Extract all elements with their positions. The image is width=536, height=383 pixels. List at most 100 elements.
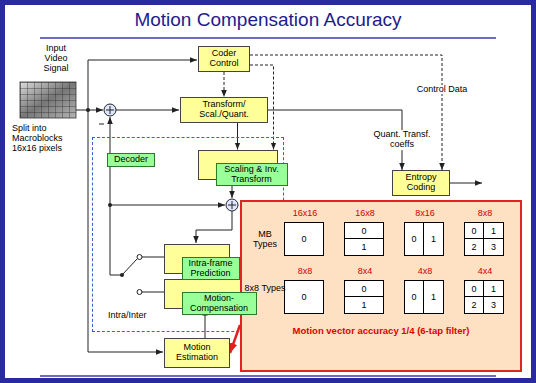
box-text: Entropy Coding (396, 173, 446, 193)
partition-cell: 0 (465, 281, 484, 297)
accuracy-note: Motion vector accuracy 1/4 (6-tap filter… (293, 325, 470, 336)
text-holder: 8x8 (273, 267, 337, 277)
partition-box: 4x40123 (464, 280, 504, 314)
switch-wire (142, 292, 164, 293)
partition-size: 8x8 (298, 266, 313, 276)
process-box: Transform/ Scal./Quant. (180, 97, 268, 123)
text-holder: 4x8 (393, 267, 457, 277)
switch-contact (137, 290, 142, 295)
partition-cell: 0 (285, 281, 323, 313)
title-holder: Motion Compensation Accuracy (0, 9, 536, 31)
box-text: Scaling & Inv. Transform (216, 163, 288, 187)
reconstruction-wire (196, 211, 232, 243)
box-text: Intra-frame Prediction (182, 257, 240, 281)
partition-panel: 16x16016x8018x16018x801238x808x4014x8014… (240, 200, 522, 372)
adder-symbol (226, 199, 238, 211)
partition-box: 8x80 (284, 280, 324, 314)
adder-symbol (104, 104, 116, 116)
box-text: Motion Estimation (168, 343, 226, 363)
minus-sign (99, 124, 104, 125)
edge-label: Control Data (417, 84, 468, 94)
label-holder: Split into Macroblocks 16x16 pixels (12, 124, 84, 154)
partition-cell: 2 (465, 239, 484, 255)
partition-cell: 0 (285, 223, 323, 255)
partition-cell: 1 (424, 281, 443, 313)
partition-index: 0 (301, 234, 306, 244)
junction-dot (86, 108, 90, 112)
row-label: MB Types (253, 229, 277, 249)
label-patch: Quant. Transf. coeffs (370, 130, 434, 150)
partition-index: 2 (471, 300, 476, 310)
partition-index: 1 (361, 242, 366, 252)
text-holder: 4x4 (453, 267, 517, 277)
partition-size: 16x16 (293, 208, 318, 218)
control-arrow (224, 72, 225, 97)
partition-box: 4x801 (404, 280, 444, 314)
box-text: Motion- Compensation (182, 292, 257, 316)
bitstream-wire (448, 183, 482, 184)
note-label: Split into Macroblocks 16x16 pixels (12, 123, 63, 153)
partition-index: 1 (361, 300, 366, 310)
text-holder: Motion vector accuracy 1/4 (6-tap filter… (242, 326, 520, 336)
row-label: 8x8 Types (245, 283, 286, 293)
switch-blade (122, 259, 137, 275)
label-holder: Intra/Inter (108, 311, 168, 321)
partition-cell: 1 (424, 223, 443, 255)
prediction-wire (110, 205, 225, 206)
partition-index: 0 (361, 284, 366, 294)
signal-wire (116, 110, 179, 111)
box-text: Transform/ Scal./Quant. (184, 100, 264, 120)
partition-cell: 1 (345, 297, 383, 313)
partition-box: 8x401 (344, 280, 384, 314)
partition-cell: 0 (465, 223, 484, 239)
process-box: Intra-frame Prediction (164, 244, 230, 274)
partition-cell: 0 (405, 223, 424, 255)
partition-index: 0 (411, 292, 416, 302)
partition-index: 1 (431, 292, 436, 302)
partition-index: 2 (471, 242, 476, 252)
text-holder: 8x4 (333, 267, 397, 277)
macroblock-grid (20, 82, 76, 118)
partition-index: 0 (471, 284, 476, 294)
partition-box: 16x160 (284, 222, 324, 256)
plus-sign (106, 106, 114, 114)
edge-label: Quant. Transf. coeffs (373, 129, 430, 149)
slide-title: Motion Compensation Accuracy (134, 9, 401, 30)
switch-label: Intra/Inter (108, 310, 147, 320)
text-holder: 8x16 (393, 209, 457, 219)
partition-cell: 2 (465, 297, 484, 313)
partition-box: 8x1601 (404, 222, 444, 256)
partition-cell: 3 (484, 239, 503, 255)
partition-cell: 0 (405, 281, 424, 313)
partition-size: 8x16 (415, 208, 435, 218)
control-arrow (250, 55, 442, 170)
process-box: Entropy Coding (392, 170, 450, 196)
callout-arrow (230, 325, 240, 353)
process-box: Motion Estimation (164, 338, 230, 368)
partition-index: 0 (301, 292, 306, 302)
box-text: Coder Control (202, 49, 246, 69)
partition-cell: 1 (484, 223, 503, 239)
partition-box: 16x801 (344, 222, 384, 256)
junction-dot (108, 203, 112, 207)
partition-cell: 1 (484, 281, 503, 297)
partition-index: 3 (491, 242, 496, 252)
junction-dot (120, 273, 124, 277)
process-box: Coder Control (198, 46, 250, 72)
partition-index: 0 (471, 226, 476, 236)
process-box: Motion- Compensation (164, 279, 247, 309)
partition-size: 16x8 (355, 208, 375, 218)
switch-wire (142, 257, 164, 258)
text-holder: 16x8 (333, 209, 397, 219)
process-box: Scaling & Inv. Transform (198, 150, 278, 180)
text-holder: 16x16 (273, 209, 337, 219)
partition-index: 1 (491, 284, 496, 294)
decoder-tag: Decoder (107, 153, 155, 167)
partition-index: 3 (491, 300, 496, 310)
partition-index: 0 (411, 234, 416, 244)
partition-size: 8x8 (478, 208, 493, 218)
partition-index: 1 (431, 234, 436, 244)
partition-size: 4x4 (478, 266, 493, 276)
label-patch: Control Data (415, 85, 470, 95)
